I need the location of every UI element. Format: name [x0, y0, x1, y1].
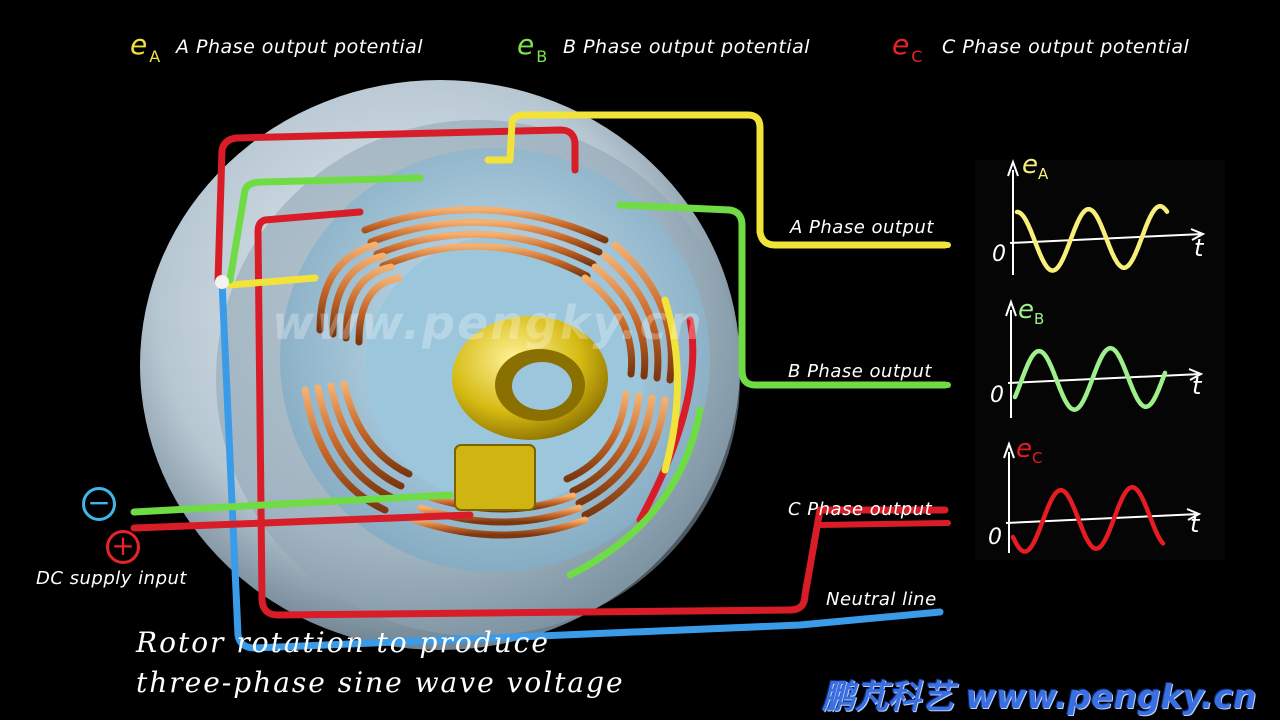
dc-minus-icon: − — [82, 487, 116, 521]
graph-a-label: eA — [1022, 150, 1049, 183]
wire-b-frame — [226, 174, 424, 284]
wire-a — [484, 111, 949, 249]
wires — [130, 111, 949, 652]
graph-c-origin: 0 — [988, 525, 1002, 550]
legend-b-sub: B — [536, 47, 548, 66]
stator-coils — [301, 206, 675, 539]
legend-c-e: e — [892, 28, 910, 61]
graph-b-origin: 0 — [990, 383, 1004, 408]
coil-upper-left — [316, 241, 403, 346]
graph-b-t: t — [1192, 372, 1202, 400]
caption-line-1: Rotor rotation to produce — [136, 626, 550, 659]
neutral-junction — [215, 275, 229, 289]
watermark: www.pengky.cn — [272, 296, 704, 350]
sine-wave-a — [1014, 204, 1170, 273]
c-phase-output-label: C Phase output — [788, 499, 933, 520]
graph-c-e: e — [1016, 434, 1032, 464]
rotor — [452, 316, 608, 511]
output-terminals — [752, 242, 951, 528]
wire-c-inner — [636, 316, 697, 524]
graph-a-t: t — [1194, 234, 1204, 262]
legend-a-sub: A — [149, 47, 161, 66]
graph-c-t: t — [1190, 510, 1200, 538]
wire-dc-minus — [130, 491, 454, 516]
graph-b-sub: B — [1034, 310, 1045, 328]
wire-c-outer — [254, 208, 949, 619]
y-axis — [1003, 441, 1015, 553]
legend-a-text: A Phase output potential — [176, 36, 424, 58]
graph-a-sub: A — [1038, 165, 1049, 183]
dc-plus-icon: + — [106, 530, 140, 564]
dc-supply-label: DC supply input — [36, 568, 187, 589]
legend-c-sub: C — [911, 47, 923, 66]
graph-c-label: eC — [1016, 434, 1043, 467]
wire-c-frame — [214, 126, 579, 284]
sine-graph-c — [1003, 441, 1202, 554]
sine-graph-a — [1007, 159, 1206, 275]
wire-a-right — [661, 296, 681, 474]
x-axis — [1005, 508, 1202, 524]
caption-line-2: three-phase sine wave voltage — [136, 666, 625, 699]
legend-a-e: e — [130, 28, 148, 61]
sine-wave-c — [1010, 485, 1166, 554]
coil-top — [361, 206, 609, 280]
wire-b — [616, 201, 949, 389]
brand-logo: 鹏芃科艺 www.pengky.cn — [822, 677, 1257, 716]
wire-dc-plus — [130, 511, 474, 532]
legend-c-text: C Phase output potential — [942, 36, 1190, 58]
b-phase-output-label: B Phase output — [788, 361, 932, 382]
wire-b-inner — [566, 406, 704, 579]
stator-housing — [140, 80, 740, 650]
coil-upper-right — [581, 241, 675, 384]
legend-b-text: B Phase output potential — [563, 36, 811, 58]
sine-wave-b — [1012, 345, 1168, 412]
y-axis — [1005, 299, 1017, 418]
wire-a-inner — [226, 274, 319, 289]
sine-graphs — [1003, 159, 1206, 554]
x-axis — [1007, 368, 1204, 384]
graph-a-e: e — [1022, 150, 1038, 180]
neutral-line-label: Neutral line — [826, 589, 937, 610]
sine-graph-b — [1005, 299, 1204, 418]
graph-a-origin: 0 — [992, 242, 1006, 267]
coil-lower-right — [563, 390, 669, 519]
legend-b-e: e — [517, 28, 535, 61]
wire-neutral — [218, 278, 944, 652]
y-axis — [1007, 159, 1019, 275]
graph-c-sub: C — [1032, 449, 1043, 467]
graph-b-label: eB — [1018, 295, 1045, 328]
graph-b-e: e — [1018, 295, 1034, 325]
a-phase-output-label: A Phase output — [790, 217, 934, 238]
